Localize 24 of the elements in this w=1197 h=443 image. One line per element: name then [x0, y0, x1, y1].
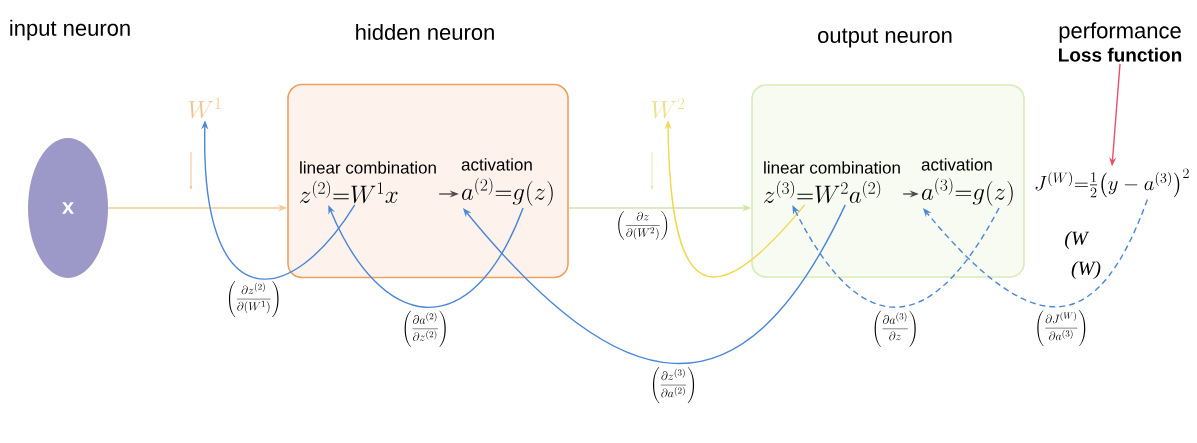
edge-label: $\left(\frac{\partial z^{(2)}}{\partial(W^{1})}\right)$ — [228, 281, 279, 318]
formula: $J^{(W)}{=}\tfrac{1}{2}\bigl(y-a^{(3)}\bigr)^{2}$ — [1035, 168, 1189, 198]
weight-label: $W^{2}$ — [651, 97, 685, 119]
edge-label: $\left(\frac{\partial a^{(2)}}{\partial z^{(2)}}\right)$ — [404, 310, 446, 347]
heading: performance — [1059, 22, 1181, 43]
formula: $z^{(3)}{=}W^{2}a^{(2)}$ — [764, 180, 881, 204]
heading: output neuron — [818, 28, 952, 48]
formula: $a^{(2)}{=}g(z)$ — [462, 177, 553, 206]
heading: input neuron — [10, 19, 130, 41]
edge-label: $\left(\frac{\partial a^{(3)}}{\partial z}\right)$ — [874, 310, 916, 347]
math-fragment: (W) — [1071, 260, 1101, 280]
edge-label: $\left(\frac{\partial z^{(3)}}{\partial a^{(2)}}\right)$ — [653, 367, 695, 404]
edge-label: $\left(\frac{\partial J^{(W)}}{\partial a^{(3)}}\right)$ — [1037, 310, 1086, 347]
math-fragment: (W — [1065, 230, 1090, 250]
heading: Loss function — [1059, 47, 1182, 62]
formula: $a^{(3)}{=}g(z)$ — [922, 177, 1013, 206]
step-label: activation — [921, 158, 992, 171]
weight-label: $W^{1}$ — [188, 97, 221, 119]
step-label: linear combination — [300, 161, 436, 174]
step-label: linear combination — [764, 161, 900, 174]
edge-label: $\left(\frac{\partial z}{\partial(W^{2})}\right)$ — [618, 211, 668, 240]
step-label: activation — [461, 158, 532, 171]
heading: hidden neuron — [356, 23, 494, 41]
formula: $z^{(2)}{=}W^{1}x$ — [300, 180, 398, 204]
